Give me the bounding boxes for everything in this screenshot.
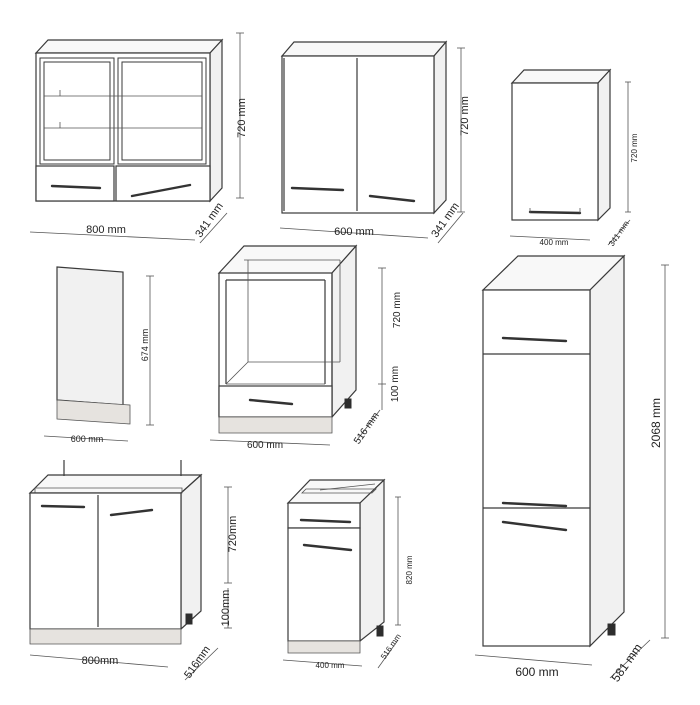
glass-cabinet-height-label: 720 mm [236, 98, 248, 138]
oven-cabinet-plinth-label: 100 mm [390, 366, 401, 402]
narrow-cabinet-depth-label: 341 mm [607, 219, 631, 248]
drawer-cabinet-height-label: 820 mm [405, 555, 414, 584]
sink-cabinet-height-label: 720mm [227, 516, 239, 553]
sink-cabinet-plinth-label: 100mm [220, 590, 232, 627]
end-panel: 674 mm 600 mm [43, 266, 154, 444]
end-panel-height-label: 674 mm [140, 329, 150, 362]
glass-cabinet-width-label: 800 mm [86, 224, 126, 236]
sink-cabinet-depth-label: 516mm [182, 644, 213, 681]
drawer-cabinet-width-label: 400 mm [316, 661, 345, 670]
tall-cabinet-depth-label: 581 mm [609, 641, 645, 685]
glass-wall-cabinet: 720 mm 341 mm 800 mm [29, 32, 248, 244]
sink-base-cabinet: 720mm 100mm 800mm 516mm [28, 460, 239, 681]
wall-cabinet-width-label: 600 mm [334, 226, 374, 238]
tall-cabinet-width-label: 600 mm [515, 665, 558, 679]
tall-cabinet-height-label: 2068 mm [649, 398, 663, 448]
oven-cabinet-width-label: 600 mm [247, 440, 283, 451]
oven-housing-cabinet: 720 mm 100 mm 516 mm 600 mm [209, 244, 403, 451]
narrow-wall-cabinet: 720 mm 341 mm 400 mm [509, 68, 639, 248]
end-panel-width-label: 600 mm [71, 434, 104, 444]
narrow-cabinet-height-label: 720 mm [630, 133, 639, 162]
wall-cabinet-height-label: 720 mm [459, 96, 471, 136]
oven-cabinet-depth-label: 516 mm [352, 411, 382, 447]
drawer-base-cabinet: 820 mm 400 mm 516 mm [282, 478, 414, 670]
sink-cabinet-width-label: 800mm [82, 655, 119, 667]
wall-cabinet-600: 720 mm 341 mm 600 mm [279, 40, 471, 244]
tall-fridge-cabinet: 2068 mm 600 mm 581 mm [474, 254, 669, 685]
oven-cabinet-height-label: 720 mm [392, 292, 403, 328]
narrow-cabinet-width-label: 400 mm [540, 238, 569, 247]
